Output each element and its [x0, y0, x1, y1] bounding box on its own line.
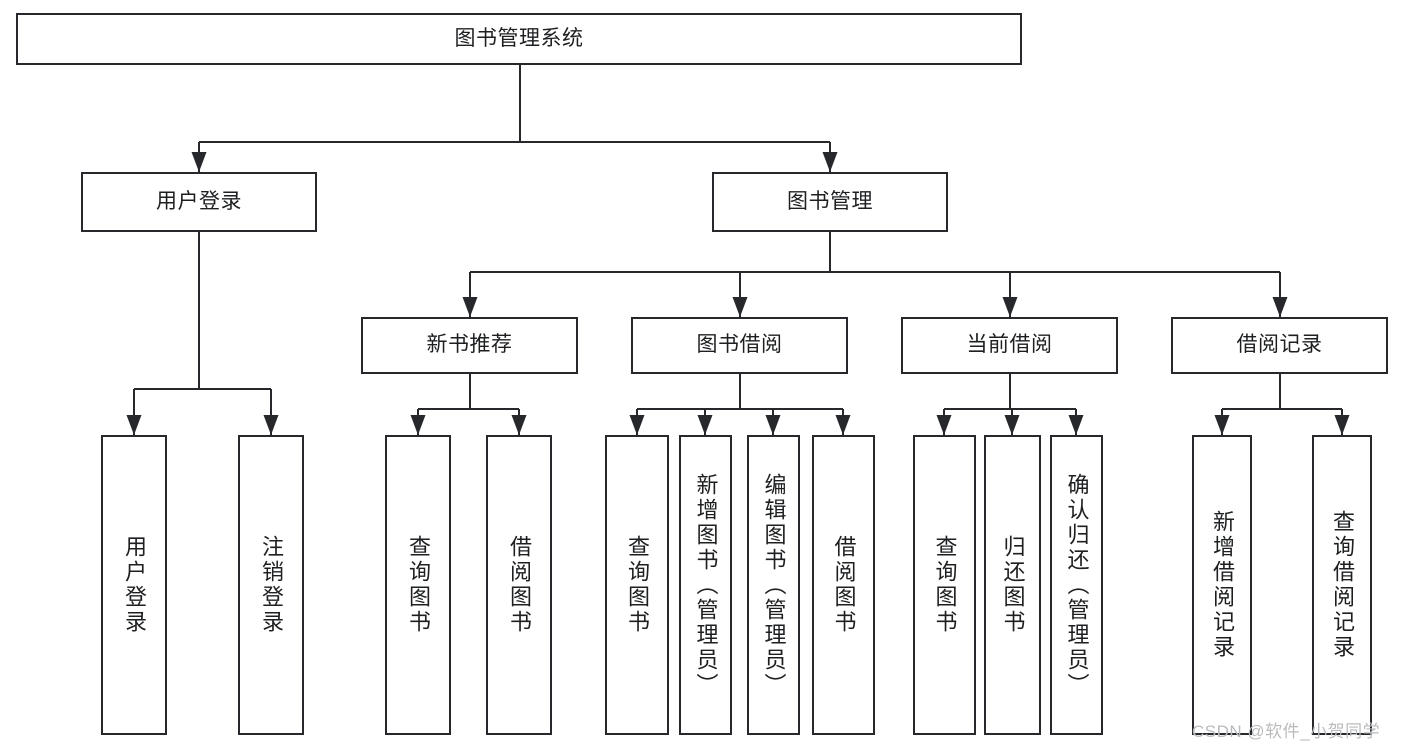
node-root: 图书管理系统	[16, 13, 1022, 65]
node-label-leaf-addbook: 新增图书（管理员）	[693, 472, 719, 698]
node-label-login: 用户登录	[156, 189, 242, 213]
node-label-newbook: 新书推荐	[426, 333, 513, 357]
node-label-leaf-addrec: 新增借阅记录	[1210, 510, 1235, 660]
node-leaf-bbook: 借阅图书	[812, 435, 875, 735]
node-leaf-editbook: 编辑图书（管理员）	[747, 435, 800, 735]
node-current: 当前借阅	[901, 317, 1118, 374]
watermark-text: CSDN @软件_小贺同学	[1192, 722, 1381, 741]
node-label-leaf-qnew: 查询图书	[406, 535, 431, 635]
node-label-leaf-bnew: 借阅图书	[507, 535, 532, 635]
node-label-leaf-editbook: 编辑图书（管理员）	[761, 472, 787, 698]
node-leaf-logout: 注销登录	[238, 435, 304, 735]
node-borrow: 图书借阅	[631, 317, 848, 374]
node-leaf-qnew: 查询图书	[385, 435, 451, 735]
node-login: 用户登录	[81, 172, 317, 232]
node-records: 借阅记录	[1171, 317, 1388, 374]
node-leaf-login: 用户登录	[101, 435, 167, 735]
node-label-current: 当前借阅	[966, 333, 1053, 357]
node-label-leaf-confirm: 确认归还（管理员）	[1064, 472, 1090, 698]
node-label-leaf-qcur: 查询图书	[932, 535, 958, 635]
node-leaf-confirm: 确认归还（管理员）	[1050, 435, 1103, 735]
node-leaf-qrec: 查询借阅记录	[1312, 435, 1372, 735]
node-label-leaf-qrec: 查询借阅记录	[1330, 510, 1355, 660]
node-leaf-qcur: 查询图书	[913, 435, 976, 735]
node-label-root: 图书管理系统	[454, 26, 584, 50]
node-label-leaf-login: 用户登录	[122, 535, 147, 635]
node-leaf-qbook: 查询图书	[605, 435, 669, 735]
node-leaf-return: 归还图书	[984, 435, 1041, 735]
node-label-leaf-qbook: 查询图书	[625, 535, 650, 635]
node-label-leaf-logout: 注销登录	[259, 535, 284, 635]
node-leaf-addrec: 新增借阅记录	[1192, 435, 1252, 735]
node-label-bookmgmt: 图书管理	[787, 189, 873, 213]
node-bookmgmt: 图书管理	[712, 172, 948, 232]
node-leaf-bnew: 借阅图书	[486, 435, 552, 735]
node-label-borrow: 图书借阅	[696, 333, 783, 357]
node-label-records: 借阅记录	[1236, 333, 1323, 357]
node-label-leaf-bbook: 借阅图书	[831, 535, 857, 635]
node-leaf-addbook: 新增图书（管理员）	[679, 435, 732, 735]
node-label-leaf-return: 归还图书	[1000, 535, 1026, 635]
node-newbook: 新书推荐	[361, 317, 578, 374]
